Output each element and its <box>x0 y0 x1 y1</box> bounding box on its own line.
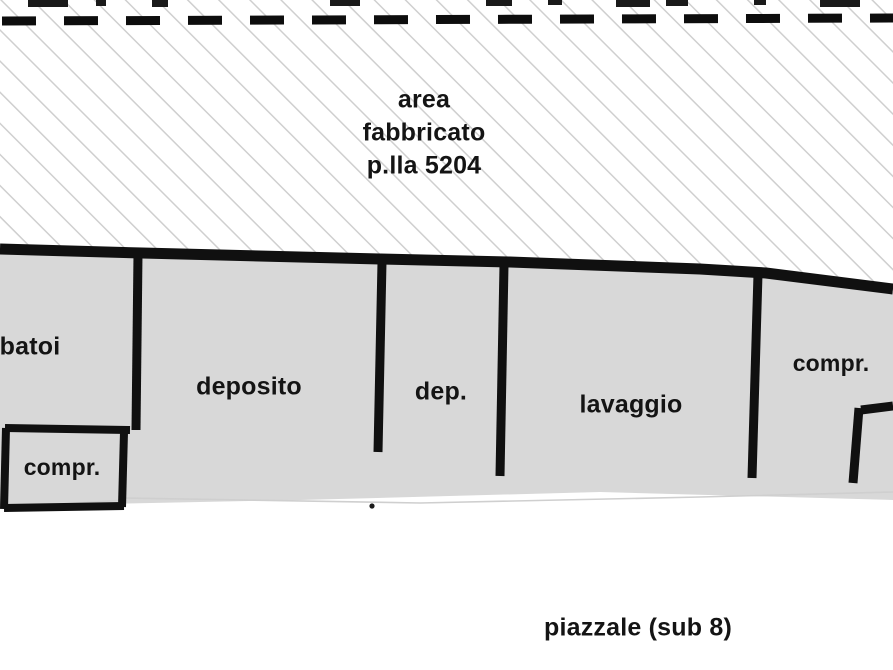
building-interior <box>0 252 893 560</box>
top-dashed-boundary <box>1 0 893 26</box>
plan-text-labels: area fabbricato p.lla 5204 batoi compr. … <box>0 86 869 642</box>
plan-caption-piazzale: piazzale (sub 8) <box>544 614 732 642</box>
outside-white-area <box>0 504 893 560</box>
room-label-compr-right: compr. <box>793 350 870 376</box>
partition-wall-deposito-dep <box>373 261 387 453</box>
room-label-lavaggio: lavaggio <box>579 391 682 419</box>
room-label-dep: dep. <box>415 378 467 406</box>
partition-wall-lavaggio-compr <box>747 273 763 479</box>
compr-left-side-wall <box>0 427 10 510</box>
partition-wall-batoi-deposito <box>131 253 143 431</box>
interior-walls <box>0 253 893 512</box>
room-label-compr-left: compr. <box>24 454 101 480</box>
building-bottom-hairline <box>124 491 893 504</box>
hatched-area-label-line-3: p.lla 5204 <box>367 152 482 180</box>
compr-left-top-wall <box>4 424 131 434</box>
compr-left-bottom-wall <box>3 502 125 512</box>
hatch-fill <box>0 0 893 288</box>
dashed-boundary-line <box>1 13 893 26</box>
exterior-walls <box>0 243 893 295</box>
room-label-sbatoi: batoi <box>0 333 60 361</box>
floor-mark-dot <box>369 503 375 509</box>
top-exterior-wall <box>0 243 893 295</box>
hatched-area-label-line-2: fabbricato <box>363 119 486 147</box>
rooms-gray-fill <box>0 252 893 506</box>
compr-right-side-stub <box>848 407 864 484</box>
hatched-area-label-line-1: area <box>398 86 451 114</box>
compr-left-right-wall <box>118 431 128 508</box>
room-label-deposito: deposito <box>196 373 302 401</box>
hatched-building-area <box>0 0 893 288</box>
partition-wall-dep-lavaggio <box>495 264 509 477</box>
compr-right-top-stub <box>860 401 893 415</box>
